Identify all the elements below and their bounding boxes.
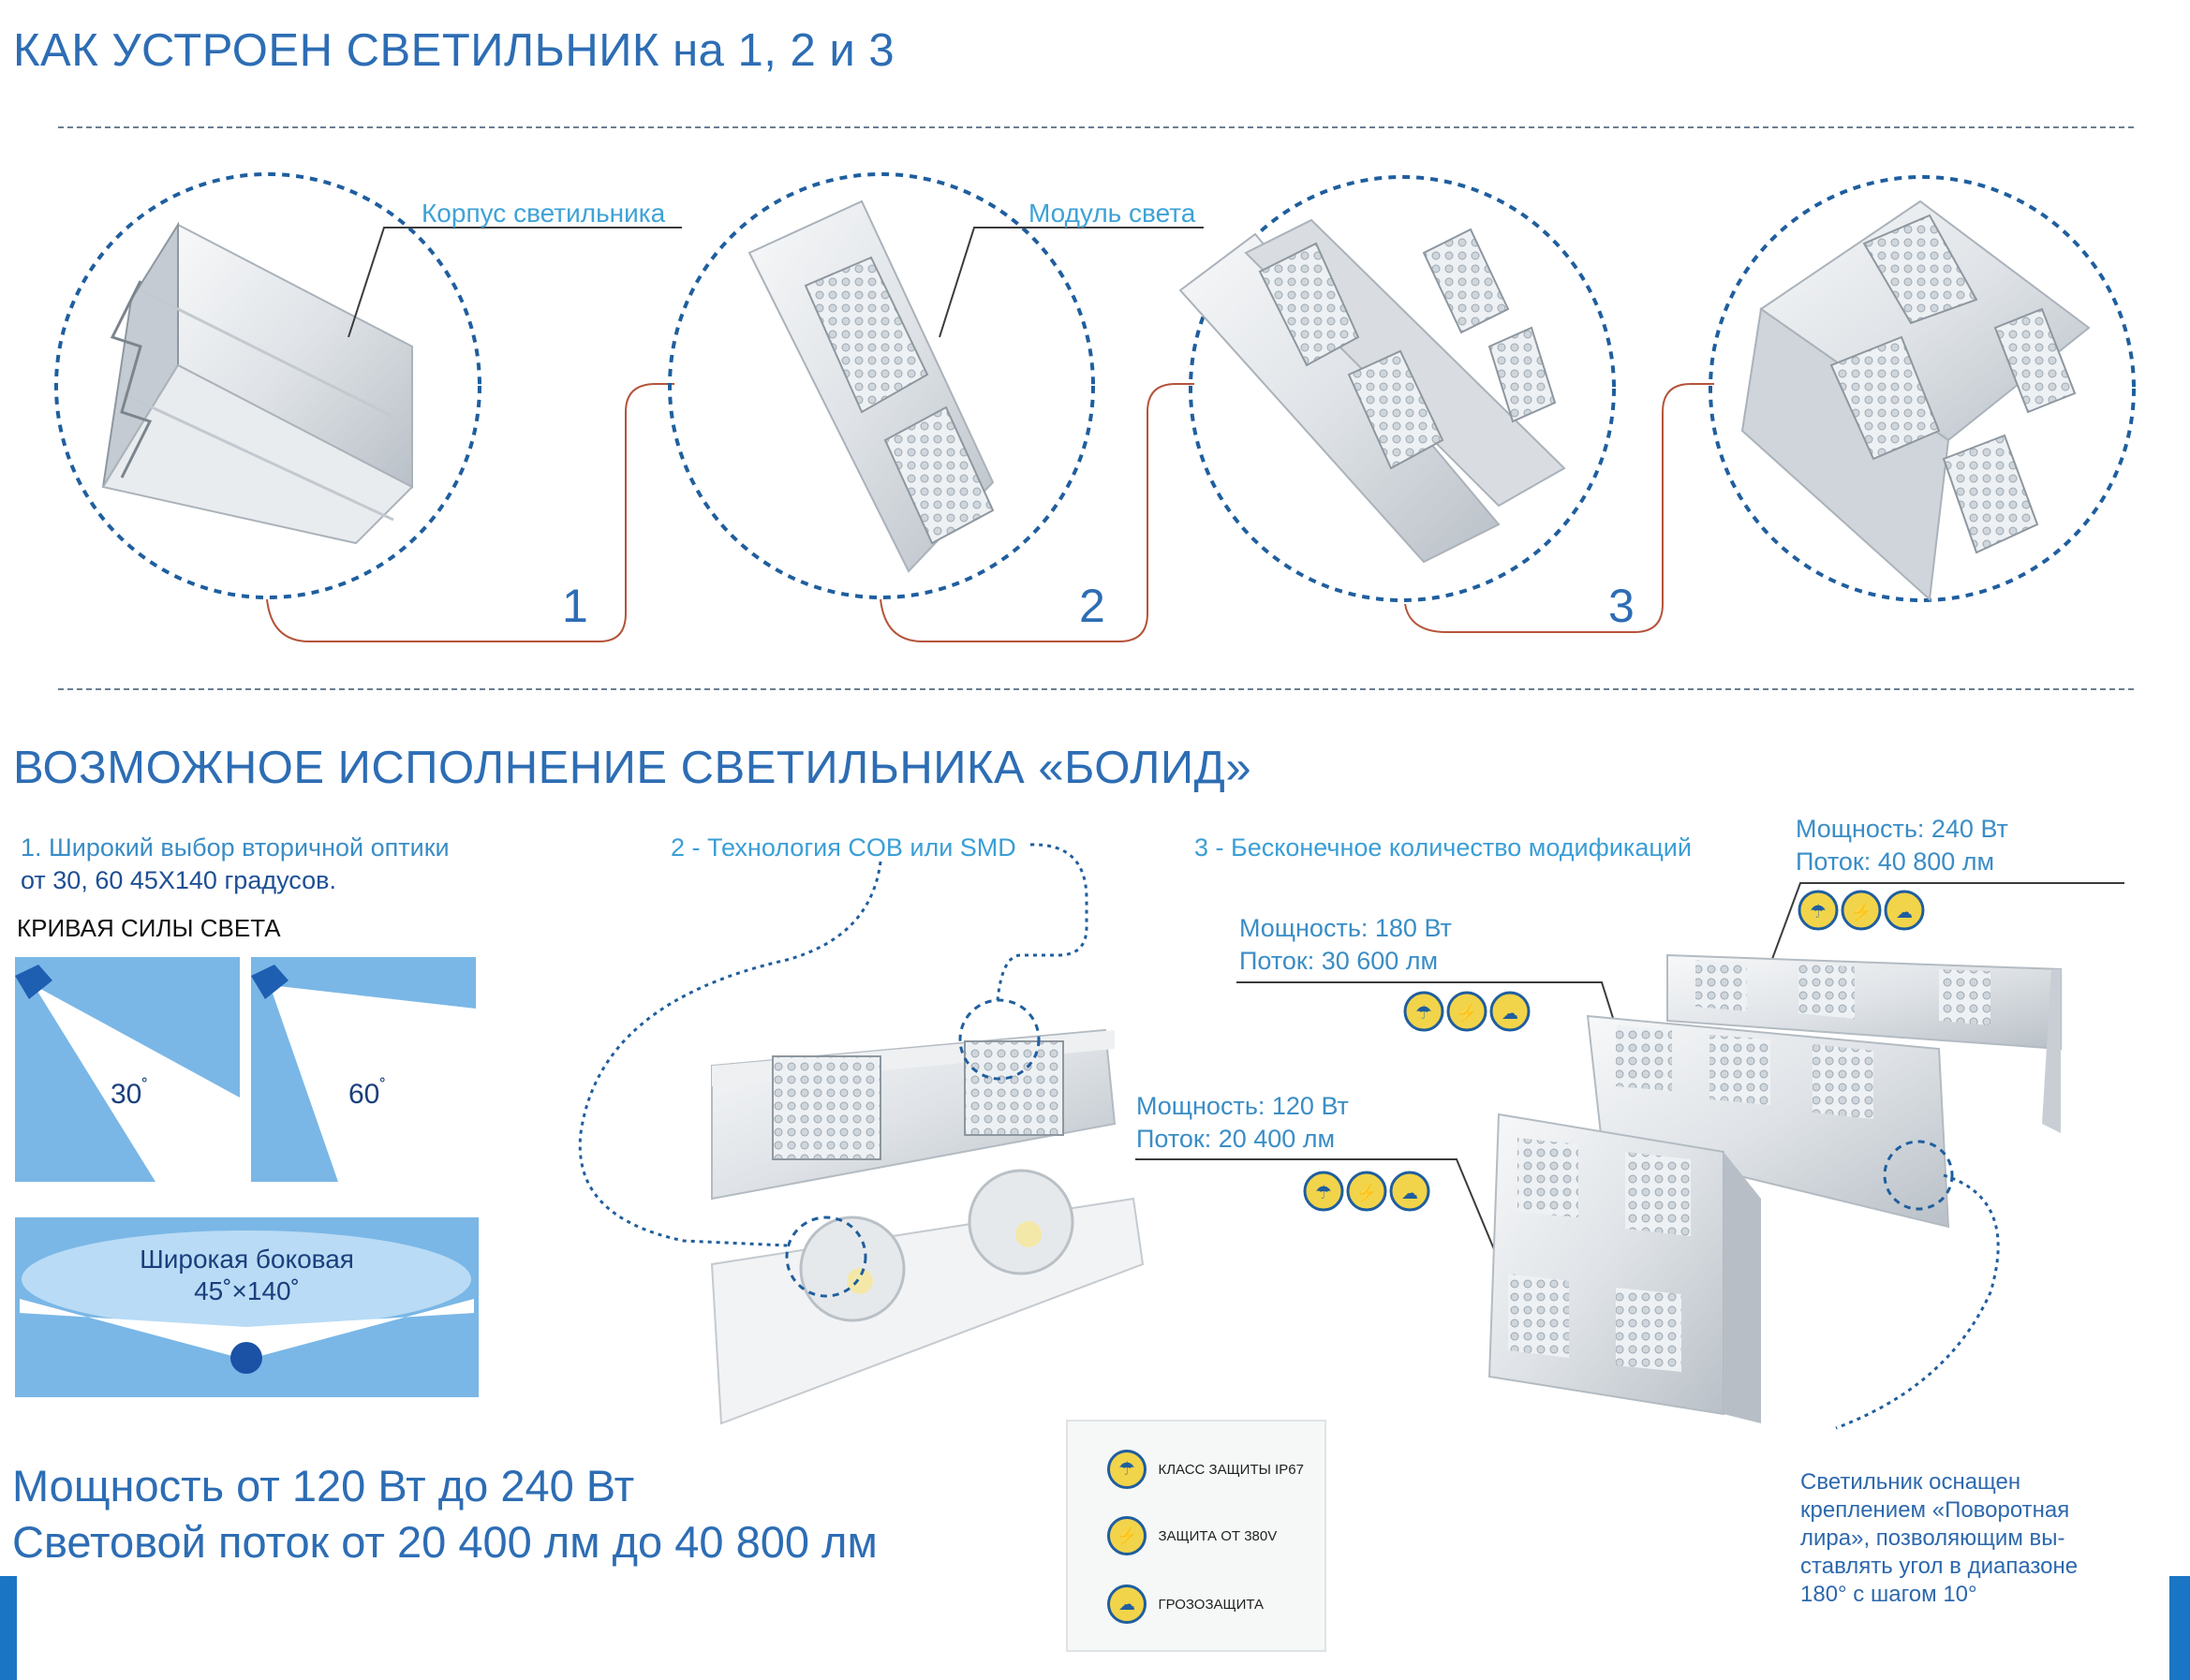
divider-top: [58, 126, 2134, 128]
spec-240: Мощность: 240 Вт Поток: 40 800 лм: [1796, 815, 2008, 876]
divider-middle: [58, 688, 2134, 690]
step-number-2: 2: [1079, 580, 1105, 632]
angle-30-label: 30˚: [111, 1077, 149, 1110]
connector-3: [1404, 383, 1714, 633]
spec-120: Мощность: 120 Вт Поток: 20 400 лм: [1136, 1092, 1349, 1153]
curve-title: КРИВАЯ СИЛЫ СВЕТА: [17, 914, 281, 942]
power-range: Мощность от 120 Вт до 240 Вт: [12, 1461, 635, 1511]
double-module-image: [1178, 218, 1566, 564]
badges-240: ☂ ⚡ ☁: [1798, 890, 1925, 931]
assembly-illustration: [54, 172, 2136, 642]
umbrella-icon: ☂: [1107, 1450, 1147, 1489]
svg-text:☂: ☂: [1810, 902, 1827, 922]
callout-module-label: Модуль света: [1028, 199, 1196, 228]
left-edge-bar: [0, 1576, 17, 1680]
spec-180: Мощность: 180 Вт Поток: 30 600 лм: [1239, 914, 1452, 975]
optics-heading: 1. Широкий выбор вторичной оптики: [21, 833, 450, 862]
svg-text:☁: ☁: [1502, 1004, 1518, 1023]
icon-legend: ☂ КЛАСС ЗАЩИТЫ IP67 ⚡ ЗАЩИТА ОТ 380V ☁ Г…: [1066, 1420, 1326, 1652]
callout-module-leader: [939, 227, 1204, 338]
page-title: КАК УСТРОЕН СВЕТИЛЬНИК на 1, 2 и 3: [13, 25, 895, 76]
step-number-3: 3: [1608, 580, 1635, 632]
light-curve-graphics: [15, 957, 479, 1397]
legend-storm: ☁ ГРОЗОЗАЩИТА: [1107, 1584, 1264, 1624]
plug-shield-icon: ⚡: [1107, 1516, 1147, 1555]
step-number-1: 1: [562, 580, 588, 632]
cob-smd-graphics: [578, 843, 1145, 1425]
svg-text:☂: ☂: [1315, 1183, 1332, 1203]
connector-2: [880, 383, 1194, 642]
svg-text:⚡: ⚡: [1457, 1003, 1477, 1024]
svg-text:☁: ☁: [1896, 903, 1913, 921]
callout-body-leader: [348, 227, 682, 338]
mods-heading: 3 - Бесконечное количество модификаций: [1194, 833, 1692, 862]
section-title: ВОЗМОЖНОЕ ИСПОЛНЕНИЕ СВЕТИЛЬНИКА «БОЛИД»: [13, 743, 1252, 793]
storm-cloud-icon: ☁: [1107, 1584, 1147, 1624]
legend-ip67: ☂ КЛАСС ЗАЩИТЫ IP67: [1107, 1450, 1304, 1489]
svg-text:☂: ☂: [1415, 1003, 1432, 1024]
circle-step-4: [1709, 175, 2136, 602]
tech-heading: 2 - Технология COB или SMD: [671, 833, 1016, 862]
module-lamp-image: [747, 199, 995, 573]
housing-image: [101, 221, 414, 545]
connector-1: [266, 383, 674, 642]
callout-body-label: Корпус светильника: [422, 199, 666, 228]
angle-60-label: 60˚: [348, 1077, 387, 1110]
right-edge-bar: [2169, 1576, 2190, 1680]
badges-120: ☂ ⚡ ☁: [1303, 1171, 1430, 1212]
svg-text:⚡: ⚡: [1851, 902, 1872, 922]
legend-380v: ⚡ ЗАЩИТА ОТ 380V: [1107, 1516, 1277, 1555]
wide-distribution-label: Широкая боковая 45˚×140˚: [140, 1245, 354, 1305]
triple-module-image: [1740, 199, 2091, 602]
svg-text:☁: ☁: [1401, 1184, 1418, 1202]
flux-range: Световой поток от 20 400 лм до 40 800 лм: [12, 1517, 878, 1567]
circle-step-1: [54, 172, 481, 599]
badges-180: ☂ ⚡ ☁: [1403, 991, 1531, 1032]
mount-description: Светильник оснащен креплением «Поворотна…: [1800, 1469, 2079, 1607]
circle-step-2: [668, 172, 1095, 599]
circle-step-3: [1189, 175, 1616, 602]
optics-angles: от 30, 60 45X140 градусов.: [21, 866, 336, 894]
svg-text:⚡: ⚡: [1356, 1183, 1377, 1203]
